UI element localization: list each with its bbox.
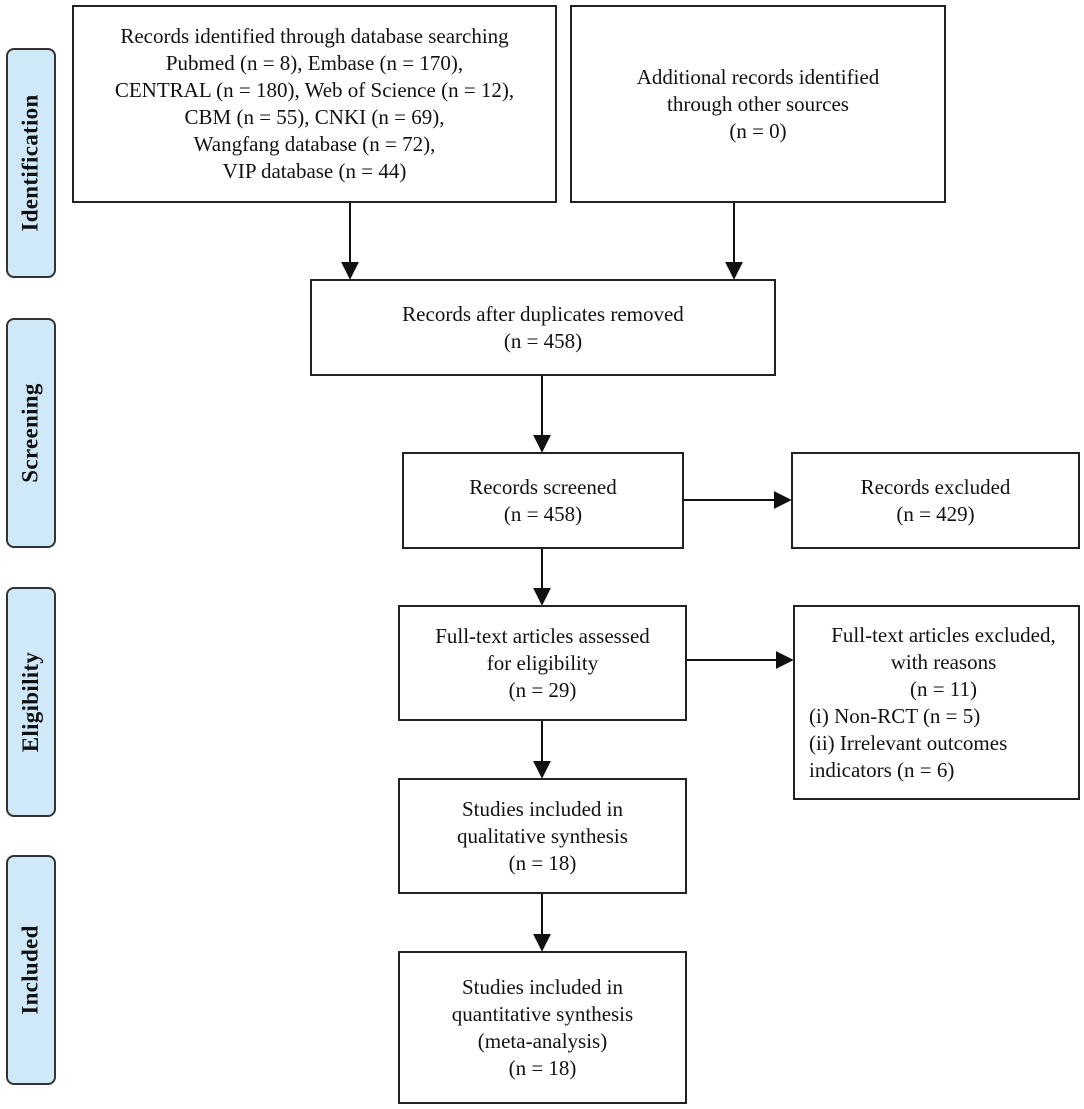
excluded-box: Records excluded (n = 429)	[791, 452, 1080, 549]
other-sources-box: Additional records identified through ot…	[570, 5, 946, 203]
qualitative-synthesis-box: Studies included in qualitative synthesi…	[398, 778, 687, 894]
box-line: CENTRAL (n = 180), Web of Science (n = 1…	[114, 78, 515, 102]
box-line: (meta-analysis)	[477, 1028, 608, 1053]
box-line: (n = 458)	[503, 501, 583, 526]
box-line: (n = 11)	[909, 676, 978, 701]
box-line: (n = 18)	[508, 850, 577, 875]
box-line: (n = 429)	[896, 501, 975, 526]
box-line: VIP database (n = 44)	[222, 159, 407, 183]
box-line: (n = 29)	[508, 677, 577, 702]
box-line: for eligibility	[486, 650, 599, 675]
screened-box: Records screened (n = 458)	[402, 452, 684, 549]
box-line: Records screened	[469, 474, 617, 499]
box-line: Records identified through database sear…	[120, 24, 509, 48]
phase-included: Included	[6, 855, 56, 1085]
phase-eligibility: Eligibility	[6, 587, 56, 817]
box-line: through other sources	[667, 91, 849, 116]
box-line: indicators (n = 6)	[809, 757, 955, 782]
box-line: Pubmed (n = 8), Embase (n = 170),	[165, 51, 464, 75]
box-line: Studies included in	[462, 974, 623, 999]
box-line: Studies included in	[462, 796, 623, 821]
quantitative-synthesis-box: Studies included in quantitative synthes…	[398, 951, 687, 1104]
box-line: Records excluded	[860, 474, 1011, 499]
box-line: (ii) Irrelevant outcomes	[809, 730, 1008, 755]
fulltext-assessed-box: Full-text articles assessed for eligibil…	[398, 605, 687, 721]
box-line: Additional records identified	[636, 64, 880, 89]
box-line: qualitative synthesis	[457, 823, 628, 848]
box-line: (n = 458)	[503, 328, 583, 353]
box-line: (n = 0)	[729, 118, 787, 143]
box-line: with reasons	[890, 649, 997, 674]
box-line: Records after duplicates removed	[402, 301, 684, 326]
box-line: CBM (n = 55), CNKI (n = 69),	[184, 105, 445, 129]
after-duplicates-box: Records after duplicates removed (n = 45…	[310, 279, 776, 376]
fulltext-excluded-box: Full-text articles excluded, with reason…	[793, 605, 1080, 800]
phase-identification: Identification	[6, 48, 56, 278]
box-line: (i) Non-RCT (n = 5)	[809, 703, 981, 728]
box-line: Full-text articles excluded,	[831, 622, 1056, 647]
box-line: (n = 18)	[508, 1055, 577, 1080]
box-line: Full-text articles assessed	[435, 623, 650, 648]
database-search-box: Records identified through database sear…	[72, 5, 557, 203]
box-line: quantitative synthesis	[451, 1001, 634, 1026]
phase-screening: Screening	[6, 318, 56, 548]
box-line: Wangfang database (n = 72),	[193, 132, 436, 156]
